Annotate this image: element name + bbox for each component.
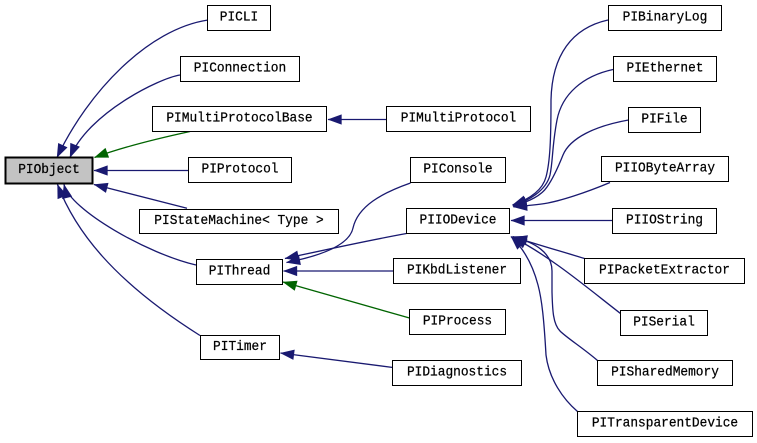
- svg-text:PITimer: PITimer: [213, 339, 267, 355]
- svg-text:PIIODevice: PIIODevice: [420, 213, 497, 229]
- svg-text:PIIOByteArray: PIIOByteArray: [615, 161, 715, 177]
- svg-text:PIEthernet: PIEthernet: [627, 61, 704, 77]
- svg-text:PIProtocol: PIProtocol: [202, 162, 279, 178]
- svg-text:PIProcess: PIProcess: [423, 314, 492, 330]
- svg-text:PICLI: PICLI: [220, 10, 259, 26]
- svg-text:PIKbdListener: PIKbdListener: [407, 263, 507, 279]
- svg-text:PIBinaryLog: PIBinaryLog: [623, 10, 708, 26]
- svg-text:PIConnection: PIConnection: [194, 61, 286, 77]
- svg-text:PIObject: PIObject: [18, 162, 80, 178]
- svg-text:PIIOString: PIIOString: [626, 213, 703, 229]
- svg-text:PIPacketExtractor: PIPacketExtractor: [599, 263, 730, 279]
- svg-text:PISerial: PISerial: [633, 315, 695, 331]
- svg-text:PIConsole: PIConsole: [423, 162, 492, 178]
- svg-text:PIMultiProtocol: PIMultiProtocol: [401, 111, 517, 127]
- svg-text:PITransparentDevice: PITransparentDevice: [592, 416, 738, 432]
- svg-text:PISharedMemory: PISharedMemory: [611, 365, 719, 381]
- svg-text:PIFile: PIFile: [641, 112, 687, 128]
- svg-text:PIStateMachine< Type >: PIStateMachine< Type >: [154, 213, 323, 229]
- svg-text:PIThread: PIThread: [209, 264, 271, 280]
- svg-text:PIDiagnostics: PIDiagnostics: [407, 365, 507, 381]
- svg-text:PIMultiProtocolBase: PIMultiProtocolBase: [166, 111, 312, 127]
